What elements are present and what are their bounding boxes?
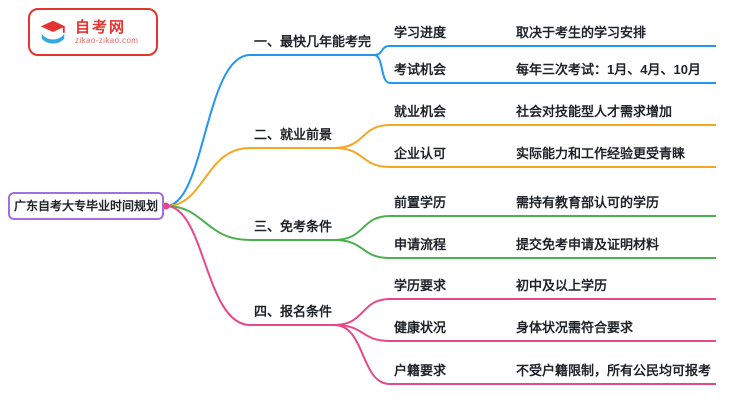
leaf-value: 每年三次考试：1月、4月、10月 xyxy=(512,60,716,84)
branch-label: 四、报名条件 xyxy=(250,302,334,326)
graduation-cap-icon xyxy=(40,20,66,44)
leaf-label: 健康状况 xyxy=(390,318,494,342)
root-anchor-dot xyxy=(162,202,170,210)
leaf-value: 不受户籍限制，所有公民均可报考 xyxy=(512,361,716,385)
branch-label: 三、免考条件 xyxy=(250,217,334,241)
leaf-label: 企业认可 xyxy=(390,144,494,168)
leaf-value: 初中及以上学历 xyxy=(512,276,716,300)
logo-subtitle: zikao-zikao.com xyxy=(75,36,139,46)
logo: 自考网 zikao-zikao.com xyxy=(28,8,158,56)
leaf-value: 社会对技能型人才需求增加 xyxy=(512,102,716,126)
leaf-value: 实际能力和工作经验更受青睐 xyxy=(512,144,716,168)
root-node: 广东自考大专毕业时间规划 xyxy=(8,192,164,220)
leaf-label: 就业机会 xyxy=(390,102,494,126)
leaf-label: 户籍要求 xyxy=(390,361,494,385)
leaf-label: 申请流程 xyxy=(390,235,494,259)
branch-label: 二、就业前景 xyxy=(250,125,334,149)
leaf-label: 前置学历 xyxy=(390,193,494,217)
branch-label: 一、最快几年能考完 xyxy=(250,32,374,56)
leaf-value: 需持有教育部认可的学历 xyxy=(512,193,716,217)
leaf-value: 身体状况需符合要求 xyxy=(512,318,716,342)
leaf-label: 学习进度 xyxy=(390,23,494,47)
leaf-value: 取决于考生的学习安排 xyxy=(512,23,716,47)
logo-title: 自考网 xyxy=(75,18,127,36)
leaf-value: 提交免考申请及证明材料 xyxy=(512,235,716,259)
leaf-label: 考试机会 xyxy=(390,60,494,84)
leaf-label: 学历要求 xyxy=(390,276,494,300)
